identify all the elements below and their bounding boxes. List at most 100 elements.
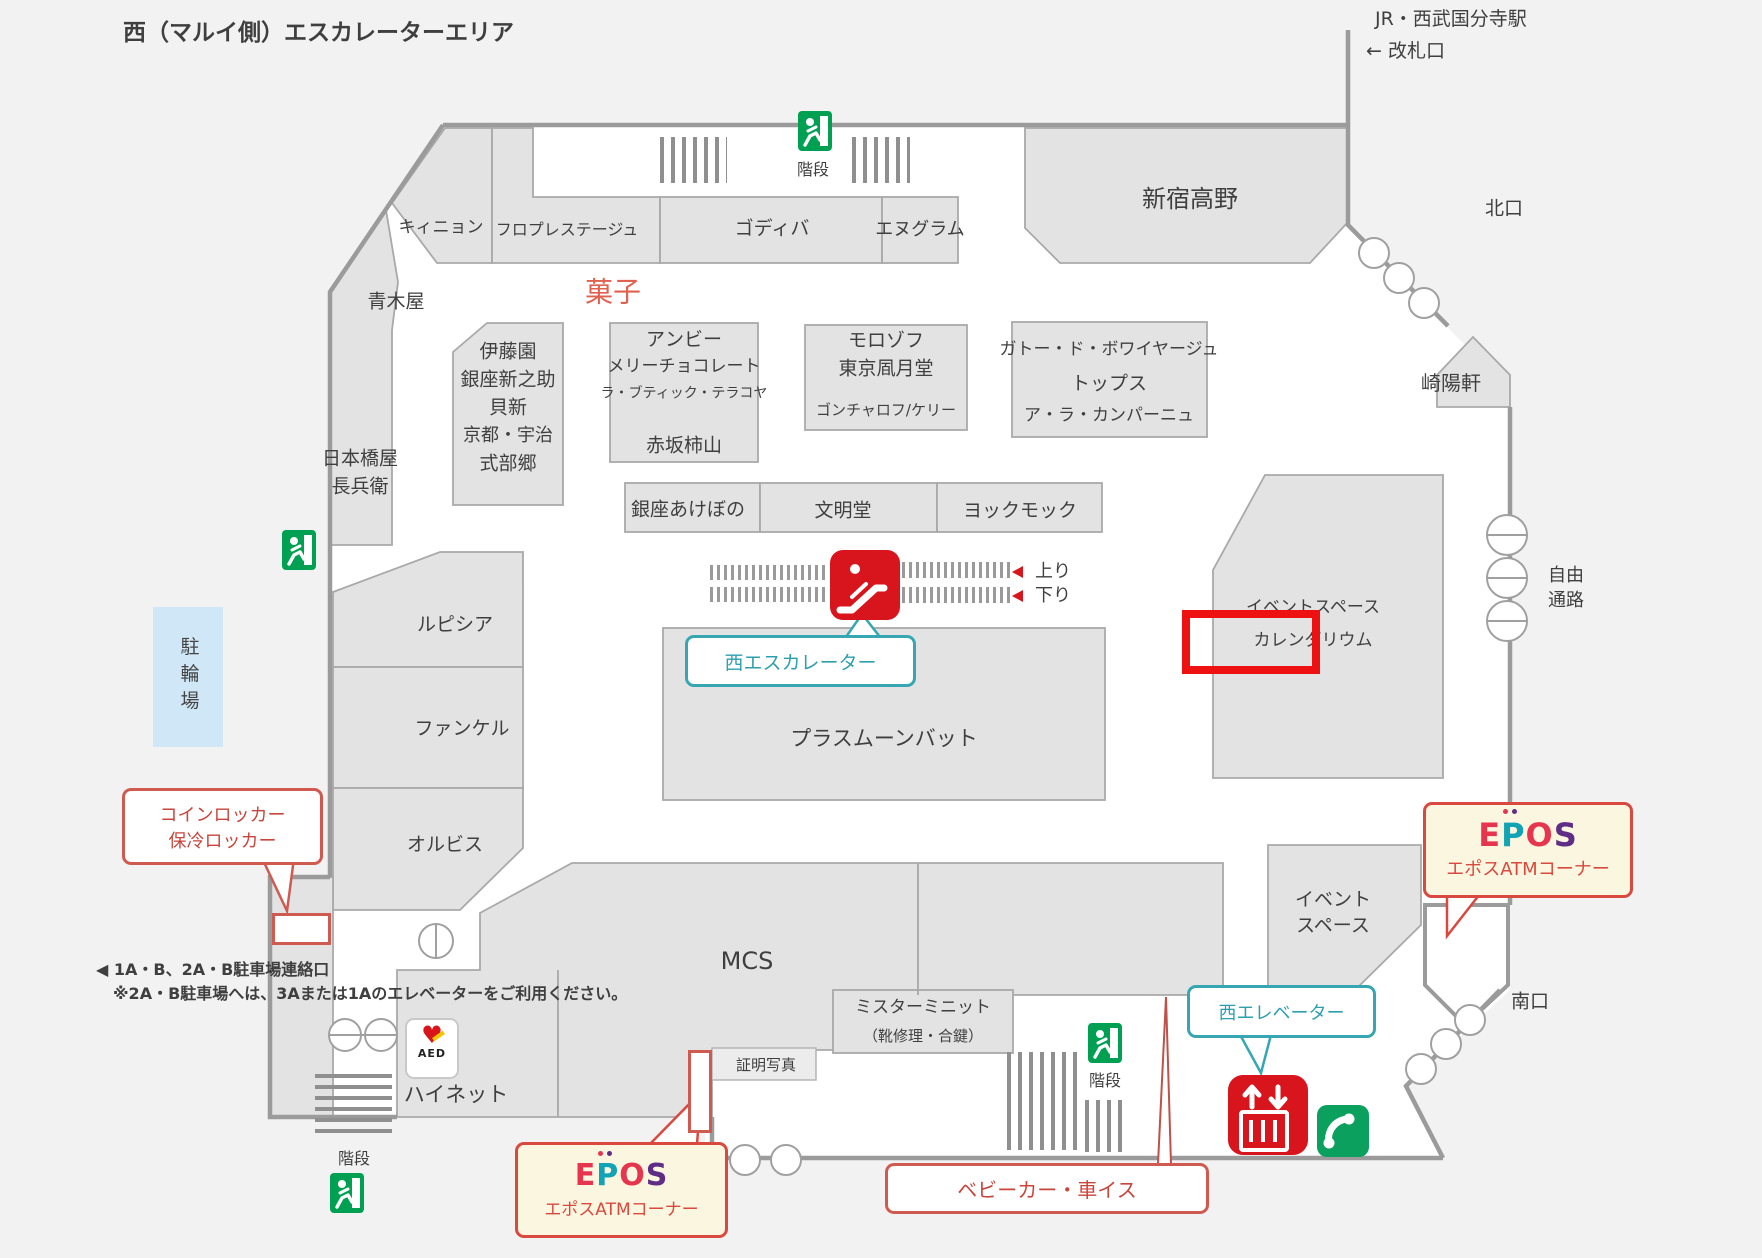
west-escalator-callout: 西エスカレーター bbox=[685, 635, 916, 687]
parking-access-note: ◀ 1A・B、2A・B駐車場連絡口 bbox=[96, 960, 330, 979]
store-block-lupicia bbox=[332, 551, 524, 668]
coin-locker-location bbox=[272, 913, 331, 945]
epos-logo: EPOS bbox=[1478, 819, 1578, 851]
door-icon bbox=[1454, 1004, 1486, 1036]
stairs-hatch-bottom-right bbox=[1007, 1052, 1080, 1150]
emergency-exit-icon bbox=[796, 109, 834, 153]
store-block-godiva bbox=[659, 196, 883, 264]
store-label-kiyoken: 崎陽軒 bbox=[1421, 371, 1481, 395]
bicycle-parking-block bbox=[153, 607, 223, 747]
emergency-exit-icon bbox=[328, 1171, 366, 1215]
store-label-nihonbashiya-1: 日本橋屋 bbox=[321, 447, 399, 470]
store-label-tops: トップス bbox=[1070, 372, 1148, 395]
store-block-gateau-group bbox=[1011, 321, 1208, 438]
store-block-kiyoken bbox=[1436, 335, 1511, 408]
bicycle-parking-label: 駐輪場 bbox=[177, 636, 200, 718]
stairs-label-bottom-right: 階段 bbox=[1088, 1071, 1122, 1091]
door-icon bbox=[770, 1144, 802, 1176]
south-exit-label: 南口 bbox=[1510, 990, 1550, 1013]
highlight-rectangle-calendarium bbox=[1182, 610, 1320, 674]
phone-icon bbox=[1317, 1105, 1369, 1157]
store-label-shikibugo: 式部郷 bbox=[479, 452, 537, 475]
free-passage-label-1: 自由 bbox=[1548, 565, 1584, 587]
store-label-ginza-akebono: 銀座あけぼの bbox=[630, 498, 746, 521]
stairs-label-top: 階段 bbox=[796, 160, 830, 180]
epos-atm-callout-bottom: EPOS エポスATMコーナー bbox=[515, 1142, 728, 1238]
category-label-sweets: 菓子 bbox=[584, 275, 642, 309]
store-label-id-photo: 証明写真 bbox=[735, 1055, 797, 1074]
stairs-hatch-bottom-left bbox=[315, 1067, 392, 1133]
north-exit-label: 北口 bbox=[1484, 197, 1524, 220]
west-elevator-label: 西エレベーター bbox=[1218, 1002, 1345, 1024]
coin-locker-callout: コインロッカー 保冷ロッカー bbox=[122, 788, 323, 865]
stairs-hatch-bottom-right2 bbox=[1085, 1100, 1127, 1152]
coin-locker-label-2: 保冷ロッカー bbox=[168, 830, 277, 852]
store-label-akasaka-kakiyama: 赤坂柿山 bbox=[645, 434, 723, 457]
emergency-exit-icon bbox=[1086, 1021, 1124, 1065]
store-block-yoku-moku bbox=[936, 482, 1103, 533]
store-label-tokyo-fugetsudo: 東京凮月堂 bbox=[838, 357, 934, 380]
door-icon bbox=[1383, 262, 1415, 294]
escalator-tread-right-up bbox=[902, 562, 1012, 578]
parking-usage-note: ※2A・B駐車場へは、3Aまたは1Aのエレベーターをご利用ください。 bbox=[113, 984, 628, 1003]
epos-letter-e: E bbox=[1478, 816, 1502, 854]
store-block-mcs-hinet bbox=[396, 862, 1224, 1118]
door-icon bbox=[1405, 1053, 1437, 1085]
stroller-wheelchair-callout: ベビーカー・車イス bbox=[885, 1163, 1209, 1214]
escalator-icon bbox=[830, 550, 900, 620]
store-label-lupicia: ルピシア bbox=[416, 613, 494, 636]
elevator-icon bbox=[1228, 1075, 1308, 1155]
escalator-tread-left-down bbox=[710, 587, 828, 602]
store-label-event-space-1: イベント bbox=[1294, 888, 1372, 911]
door-icon bbox=[729, 1144, 761, 1176]
epos-letter-e: E bbox=[574, 1157, 597, 1193]
epos-letter-p: P bbox=[1501, 816, 1526, 854]
store-block-itoen-group bbox=[452, 322, 564, 506]
store-label-n-gram: エヌグラム bbox=[875, 219, 965, 241]
epos-atm-label: エポスATMコーナー bbox=[544, 1199, 699, 1220]
store-label-godiva: ゴディバ bbox=[734, 217, 810, 240]
escalator-tread-left-up bbox=[710, 565, 828, 580]
id-photo-box bbox=[711, 1047, 817, 1081]
store-label-mister-minit-2: （靴修理・合鍵） bbox=[862, 1026, 984, 1045]
store-label-hi-net: ハイネット bbox=[403, 1082, 509, 1107]
store-label-shinjuku-takano: 新宿高野 bbox=[1142, 184, 1238, 213]
store-block-calendarium bbox=[1212, 474, 1444, 779]
epos-atm-location bbox=[688, 1050, 712, 1133]
store-block-event-space bbox=[1267, 844, 1422, 994]
stairs-hatch-top-left bbox=[660, 137, 727, 183]
aed-label: AED bbox=[417, 1047, 447, 1060]
store-label-yoku-moku: ヨックモック bbox=[962, 499, 1078, 522]
store-label-goncharoff: ゴンチャロフ/ケリー bbox=[816, 400, 956, 419]
free-passage-label-2: 通路 bbox=[1548, 590, 1584, 612]
epos-logo: EPOS bbox=[574, 1157, 669, 1193]
store-label-morozoff: モロゾフ bbox=[847, 329, 925, 352]
station-gate: ← 改札口 bbox=[1366, 40, 1445, 62]
epos-letter-o: O bbox=[619, 1157, 646, 1193]
store-label-gateau: ガトー・ド・ボワイヤージュ bbox=[999, 339, 1219, 360]
store-label-mcs: MCS bbox=[720, 946, 774, 975]
store-label-orbis: オルビス bbox=[406, 833, 484, 856]
store-label-flo-prestige: フロプレステージュ bbox=[495, 220, 639, 240]
epos-letter-o: O bbox=[1525, 816, 1554, 854]
page-title: 西（マルイ側）エスカレーターエリア bbox=[123, 20, 514, 46]
stroller-wheelchair-label: ベビーカー・車イス bbox=[957, 1178, 1137, 1202]
aed-heart-icon: ♥ bbox=[421, 1021, 443, 1049]
store-block-n-gram bbox=[881, 196, 959, 264]
escalator-down-label: 下り bbox=[1035, 585, 1071, 607]
door-icon bbox=[1358, 237, 1390, 269]
store-label-fancl: ファンケル bbox=[414, 717, 510, 740]
outer-walls bbox=[267, 30, 1513, 1161]
coin-locker-label-1: コインロッカー bbox=[159, 804, 286, 826]
epos-atm-callout-right: EPOS エポスATMコーナー bbox=[1423, 802, 1633, 898]
store-label-la-boutique: ラ・ブティック・テラコヤ bbox=[600, 385, 768, 402]
west-elevator-callout: 西エレベーター bbox=[1187, 985, 1376, 1038]
door-icon bbox=[1408, 287, 1440, 319]
escalator-down-arrow-icon bbox=[1012, 590, 1023, 602]
west-escalator-label: 西エスカレーター bbox=[724, 651, 877, 674]
escalator-up-label: 上り bbox=[1035, 561, 1071, 583]
door-icon bbox=[1430, 1028, 1462, 1060]
store-block-anby-group bbox=[609, 322, 759, 463]
